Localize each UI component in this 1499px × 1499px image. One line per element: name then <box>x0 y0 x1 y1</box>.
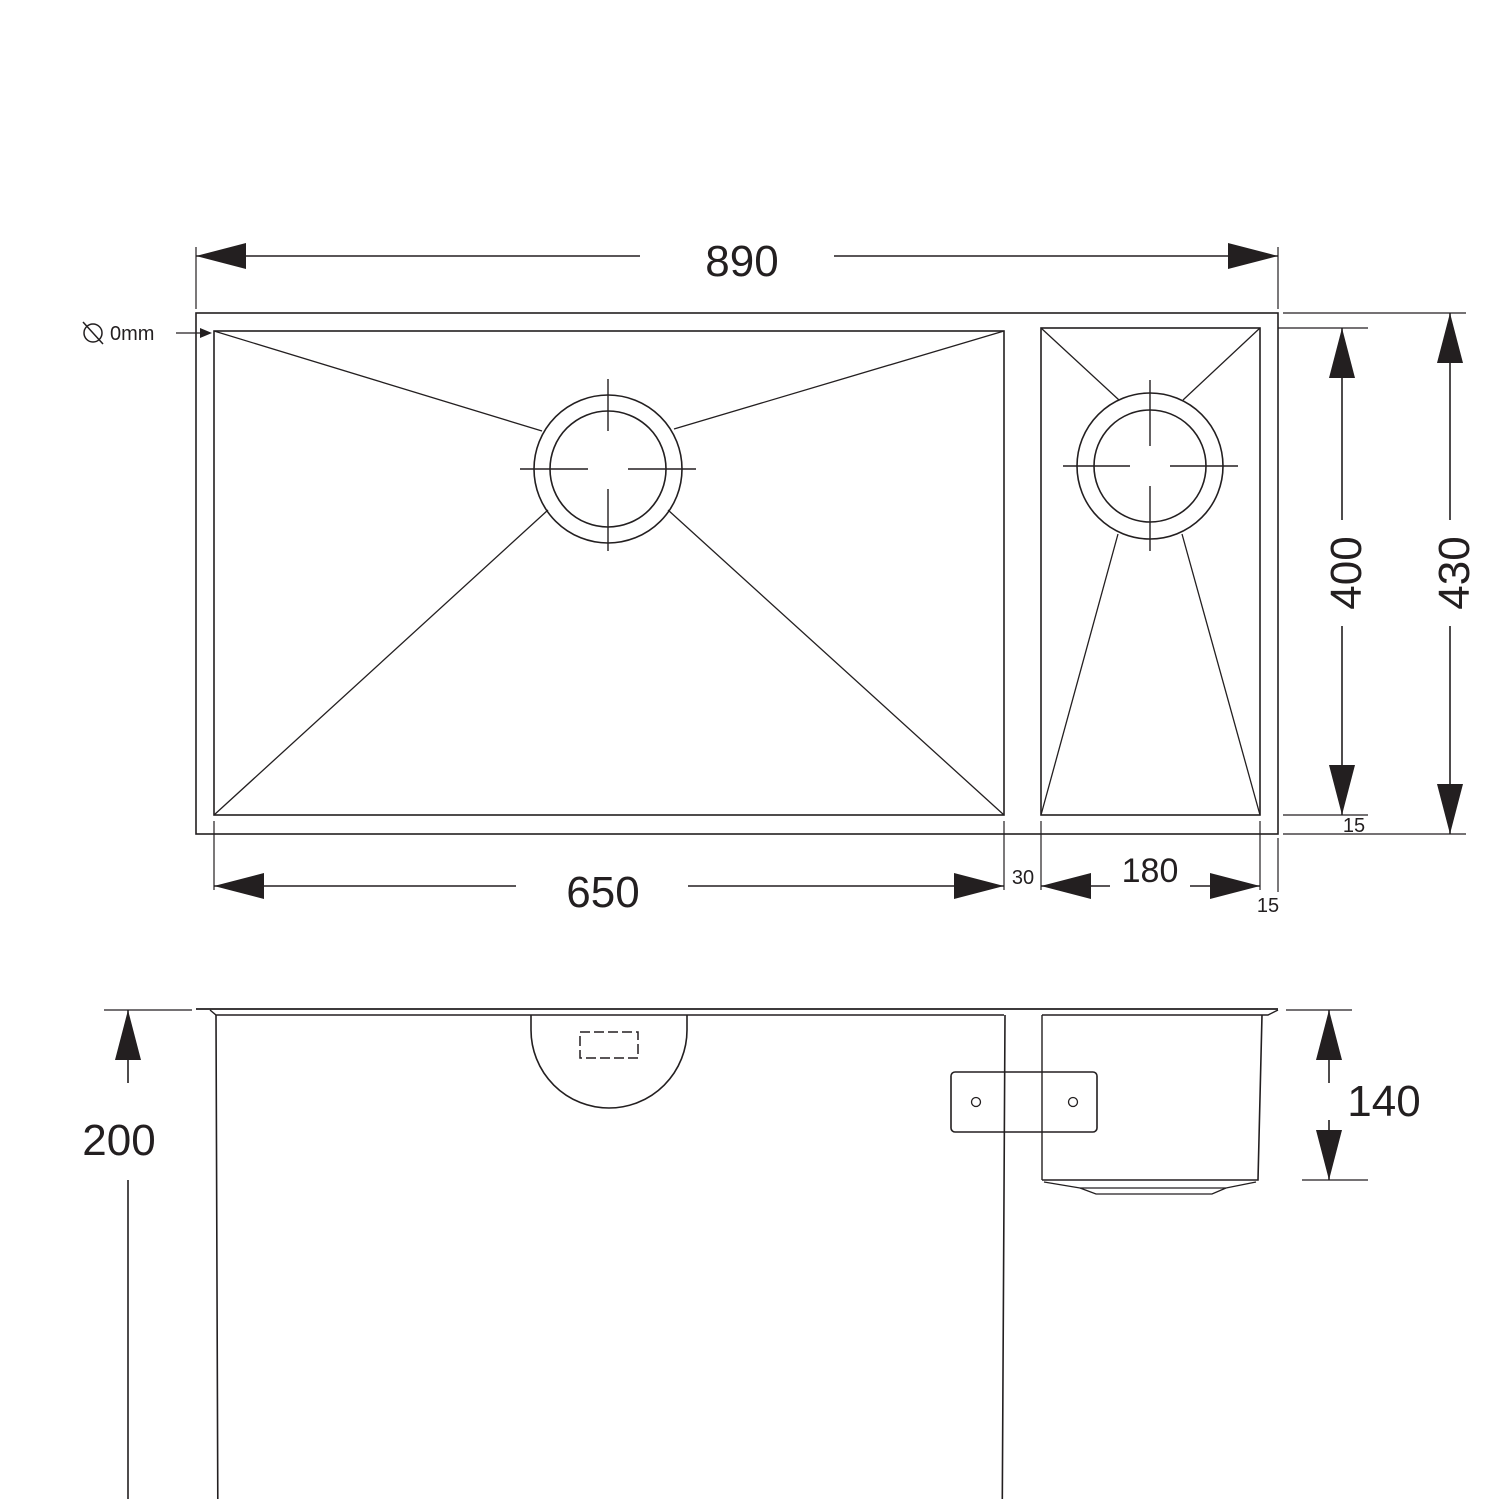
dimension-large-bowl-depth: 400 <box>1278 327 1371 816</box>
dimension-overall-depth: 430 <box>1283 312 1479 835</box>
dimension-small-bowl-width: 180 <box>1040 821 1261 899</box>
large-bowl-outline <box>213 330 1005 816</box>
large-bowl-fall-lines <box>213 330 1005 816</box>
large-bowl-drain <box>520 379 696 551</box>
arrow-right-icon <box>1228 243 1278 269</box>
large-bowl-width-label: 650 <box>566 868 639 917</box>
small-bowl-drain <box>1063 380 1238 551</box>
overflow-cutout <box>530 1015 688 1109</box>
arrow-right-icon <box>200 328 212 338</box>
corner-radius-callout: 0mm <box>82 321 212 345</box>
arrow-right-icon <box>1210 873 1260 899</box>
overall-width-label: 890 <box>705 237 778 286</box>
dimension-overall-width: 890 <box>195 237 1279 309</box>
dimension-large-bowl-height: 200 <box>82 1009 192 1499</box>
small-bowl-outline <box>1040 327 1261 816</box>
mounting-clip <box>950 1071 1098 1133</box>
dimension-large-bowl-width: 650 <box>213 821 1005 917</box>
corner-radius-label: 0mm <box>110 323 154 345</box>
right-flange-label: 15 <box>1257 895 1279 917</box>
large-bowl-height-label: 200 <box>82 1116 155 1165</box>
plan-view <box>195 312 1279 835</box>
small-bowl-fall-lines <box>1040 327 1261 816</box>
large-bowl-depth-label: 400 <box>1322 536 1371 609</box>
arrow-left-icon <box>196 243 246 269</box>
dimension-small-bowl-height: 140 <box>1286 1009 1421 1181</box>
arrow-up-icon <box>1329 328 1355 378</box>
arrow-right-icon <box>954 873 1004 899</box>
arrow-left-icon <box>1041 873 1091 899</box>
arrow-down-icon <box>1437 784 1463 834</box>
outer-flange-outline <box>195 312 1279 835</box>
elevation-view <box>196 1008 1279 1499</box>
small-bowl-width-label: 180 <box>1122 852 1179 890</box>
arrow-left-icon <box>214 873 264 899</box>
arrow-down-icon <box>1329 765 1355 815</box>
arrow-up-icon <box>1316 1010 1342 1060</box>
small-bowl-height-label: 140 <box>1347 1077 1420 1126</box>
diameter-symbol-icon <box>82 321 104 345</box>
arrow-up-icon <box>115 1010 141 1060</box>
small-bowl-side-outline <box>1042 1014 1263 1181</box>
overflow-slot <box>579 1031 639 1059</box>
overall-depth-label: 430 <box>1430 536 1479 609</box>
arrow-down-icon <box>1316 1130 1342 1180</box>
divider-width-label: 30 <box>1012 867 1034 889</box>
bottom-flange-label: 15 <box>1343 815 1365 837</box>
large-bowl-side-outline <box>215 1014 1006 1499</box>
arrow-up-icon <box>1437 313 1463 363</box>
